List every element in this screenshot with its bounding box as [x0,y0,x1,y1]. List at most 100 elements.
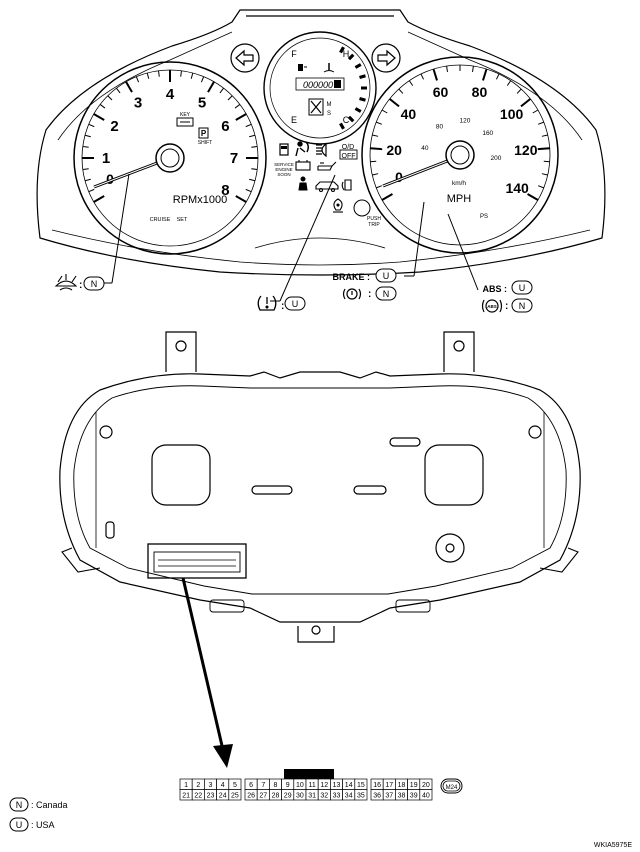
tach-zero-label: 0 [106,171,114,187]
push-trip-label-1: PUSH [367,216,381,222]
pin-number-4: 4 [221,782,225,789]
pin-number-8: 8 [274,782,278,789]
abs-icon-text: ABS [487,304,497,309]
warning-lamp-cluster: O/D OFF SERVICE ENGINE SOON [274,141,381,228]
temp-bar [354,107,362,113]
abs-label: ABS : [483,284,508,294]
abs-callout: ABS : U ABS : N [481,280,533,313]
pin-number-2: 2 [196,782,200,789]
pin-cell [228,789,242,801]
tach-tick [82,146,89,148]
tach-tick [93,195,105,203]
pin-number-3: 3 [209,782,213,789]
battery-warning-icon [295,160,311,171]
pin-number-30: 30 [296,793,304,800]
speedo-kmh-160: 160 [482,130,493,137]
pin-number-13: 13 [333,782,341,789]
tach-tick [135,76,140,83]
pin-number-20: 20 [422,782,430,789]
tach-tick [125,81,133,93]
tach-number-8: 8 [221,182,229,199]
pin-number-14: 14 [345,782,353,789]
pin-number-17: 17 [385,782,393,789]
speedo-tick [420,73,425,80]
brake-canada-code: N [383,289,390,299]
pin-number-24: 24 [219,793,227,800]
pin-number-28: 28 [272,793,280,800]
tach-tick [180,70,182,77]
tach-number-6: 6 [221,118,229,135]
ps-indicator-label: PS [480,214,488,220]
speedo-tick [538,121,544,125]
rear-connector-housing [147,543,247,579]
push-trip-button [353,199,371,217]
tpms-callout: : U [257,295,306,312]
speedo-tick [532,109,539,114]
service-engine-soon-line1: SERVICE [274,162,294,167]
tach-tick [190,72,194,79]
temp-bar [347,115,355,123]
speedo-tick [446,65,448,73]
speedo-tick [381,109,388,114]
oil-pressure-warning-icon [317,161,337,171]
washer-code: N [91,279,98,289]
tach-number-3: 3 [134,95,142,112]
seatbelt-warning-icon [298,176,308,191]
rear-screw-hole-left [99,425,113,439]
fuel-full-label: F [291,49,297,59]
speedo-needle-hub [445,140,475,170]
tpms-warning-icon [257,295,277,311]
airbag-warning-icon [295,141,309,157]
pin-number-15: 15 [357,782,365,789]
temp-bar [339,46,345,54]
door-ajar-warning-icon [315,181,339,193]
svg-text:P: P [201,129,207,138]
fuel-empty-label: E [291,115,297,125]
tach-tick [251,168,258,170]
pin-number-32: 32 [320,793,328,800]
service-engine-soon-line2: ENGINE [275,167,292,172]
brake-code: U [383,271,390,281]
speedo-tick [495,73,500,80]
speedo-kmh-80: 80 [436,123,444,130]
speedo-tick [516,88,522,94]
od-off-text: OFF [342,153,356,160]
speedo-tick [482,68,488,81]
tach-tick [235,113,247,121]
pin-number-29: 29 [284,793,292,800]
tach-tick [207,81,215,93]
rear-housing-outline [59,371,581,623]
tach-tick [235,195,247,203]
pin-number-40: 40 [422,793,430,800]
turn-signal-right-icon [371,43,401,73]
tach-tick [107,95,113,101]
pin-number-35: 35 [357,793,365,800]
speedo-tick [381,193,393,201]
key-warning-label: KEY [180,112,191,118]
set-indicator: SET [177,217,188,223]
speedo-mph-120: 120 [514,142,538,158]
temp-bar [354,63,362,69]
tach-tick [227,95,233,101]
tach-tick [158,70,160,77]
temp-gauge-bars [339,46,367,130]
speedo-tick [432,68,438,81]
speedo-tick [506,80,512,86]
tach-tick [234,104,241,109]
svg-text::: : [368,289,371,300]
speedo-tick [376,121,382,125]
tach-needle-hub [155,143,185,173]
speedo-mph-60: 60 [433,84,449,100]
tach-tick [88,123,95,128]
svg-text::: : [79,280,82,291]
pin-number-11: 11 [308,782,315,789]
speedo-tick [370,147,383,151]
slip-indicator-icon [341,179,352,191]
manual-mode-label: M [327,102,332,108]
tach-unit-label: RPMx1000 [173,194,227,206]
pin-number-1: 1 [184,782,188,789]
